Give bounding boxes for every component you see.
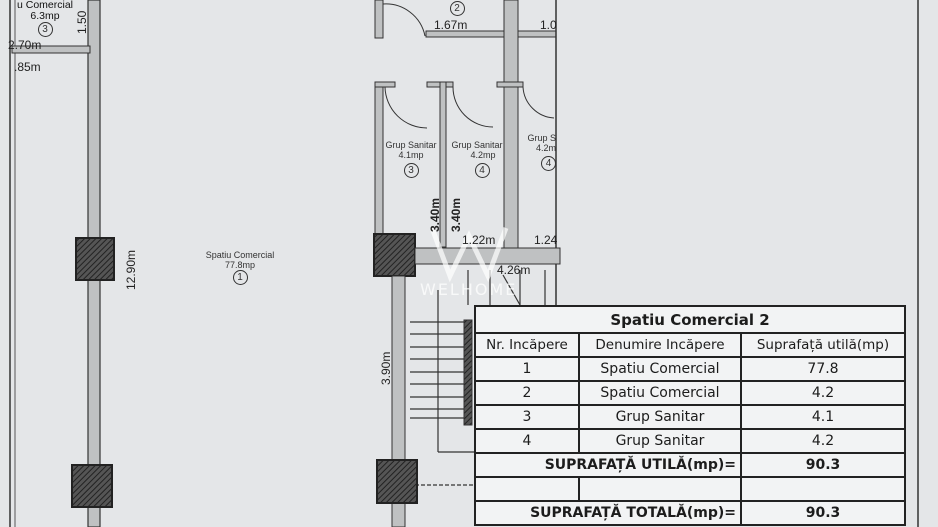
header-area: Suprafață utilă(mp) <box>740 332 906 358</box>
pillar <box>373 233 416 277</box>
room-label-sanitar-4b: Grup S 4.2m 4 <box>522 133 556 171</box>
dim-167: 1.67m <box>434 18 468 32</box>
wall-vertical-center <box>503 0 519 251</box>
room-number: 1 <box>232 270 248 285</box>
wall-top-left <box>11 45 91 54</box>
empty-cell <box>474 476 580 502</box>
dim-85: .85m <box>14 60 41 74</box>
dim-340b: 3.40m <box>449 197 463 232</box>
cell-name: Grup Sanitar <box>578 404 742 430</box>
cell-area: 4.2 <box>740 380 906 406</box>
dim-426: 4.26m <box>497 263 531 277</box>
dim-390: 3.90m <box>379 351 393 385</box>
dim-10: 1.0 <box>540 18 557 32</box>
total-row: SUPRAFAȚĂ TOTALĂ(mp)=90.3 <box>474 500 906 526</box>
room-area: 6.3mp <box>30 10 60 22</box>
empty-row <box>474 476 906 502</box>
cell-area: 4.2 <box>740 428 906 454</box>
watermark-text: WELHOME <box>420 280 518 299</box>
empty-cell <box>578 476 742 502</box>
cell-nr: 2 <box>474 380 580 406</box>
dim-122: 1.22m <box>462 233 496 247</box>
useful-total-label: SUPRAFAȚĂ UTILĂ(mp)= <box>474 452 742 478</box>
empty-cell <box>740 476 906 502</box>
dim-124: 1.24 <box>534 233 558 247</box>
total-label: SUPRAFAȚĂ TOTALĂ(mp)= <box>474 500 742 526</box>
pillar <box>75 237 115 281</box>
header-name: Denumire Incăpere <box>578 332 742 358</box>
cell-nr: 3 <box>474 404 580 430</box>
room-area: 4.2m <box>535 143 556 153</box>
dim-150: 1.50 <box>75 10 89 34</box>
dim-1290: 12.90m <box>124 249 138 290</box>
room-number: 3 <box>37 22 53 37</box>
room-area: 4.1mp <box>398 150 424 160</box>
pillar <box>376 459 418 504</box>
watermark-logo <box>429 227 509 283</box>
room-number: 3 <box>403 163 419 178</box>
area-table: Spatiu Comercial 2 Nr. Incăpere Denumire… <box>474 305 906 526</box>
cell-nr: 1 <box>474 356 580 382</box>
cell-name: Spatiu Comercial <box>578 356 742 382</box>
dim-340a: 3.40m <box>428 197 442 232</box>
room-number: 4 <box>541 156 556 171</box>
useful-total-value: 90.3 <box>740 452 906 478</box>
room-label-sanitar-3: Grup Sanitar 4.1mp 3 <box>383 140 439 178</box>
cell-nr: 4 <box>474 428 580 454</box>
handrail <box>463 319 473 426</box>
cell-area: 77.8 <box>740 356 906 382</box>
cell-area: 4.1 <box>740 404 906 430</box>
room-area: 4.2mp <box>470 150 496 160</box>
room-label-comercial-3: u Comercial 6.3mp 3 <box>16 0 74 37</box>
room-name: Spatiu Comercial <box>205 250 275 260</box>
room-name: Grup Sanitar <box>451 140 503 150</box>
room-label-2: 2 <box>449 1 465 16</box>
header-nr: Nr. Incăpere <box>474 332 580 358</box>
room-name: Grup S <box>527 133 556 143</box>
useful-total-row: SUPRAFAȚĂ UTILĂ(mp)=90.3 <box>474 452 906 478</box>
cell-name: Spatiu Comercial <box>578 380 742 406</box>
room-number: 2 <box>449 1 465 16</box>
cell-name: Grup Sanitar <box>578 428 742 454</box>
room-name: u Comercial <box>16 0 74 11</box>
dim-270: 2.70m <box>8 38 42 52</box>
room-label-comercial-1: Spatiu Comercial 77.8mp 1 <box>198 250 282 285</box>
room-name: Grup Sanitar <box>385 140 437 150</box>
room-number: 4 <box>474 163 490 178</box>
table-title: Spatiu Comercial 2 <box>474 305 906 334</box>
room-label-sanitar-4: Grup Sanitar 4.2mp 4 <box>447 140 507 178</box>
pillar <box>71 464 113 508</box>
room-area: 77.8mp <box>224 260 256 270</box>
total-value: 90.3 <box>740 500 906 526</box>
